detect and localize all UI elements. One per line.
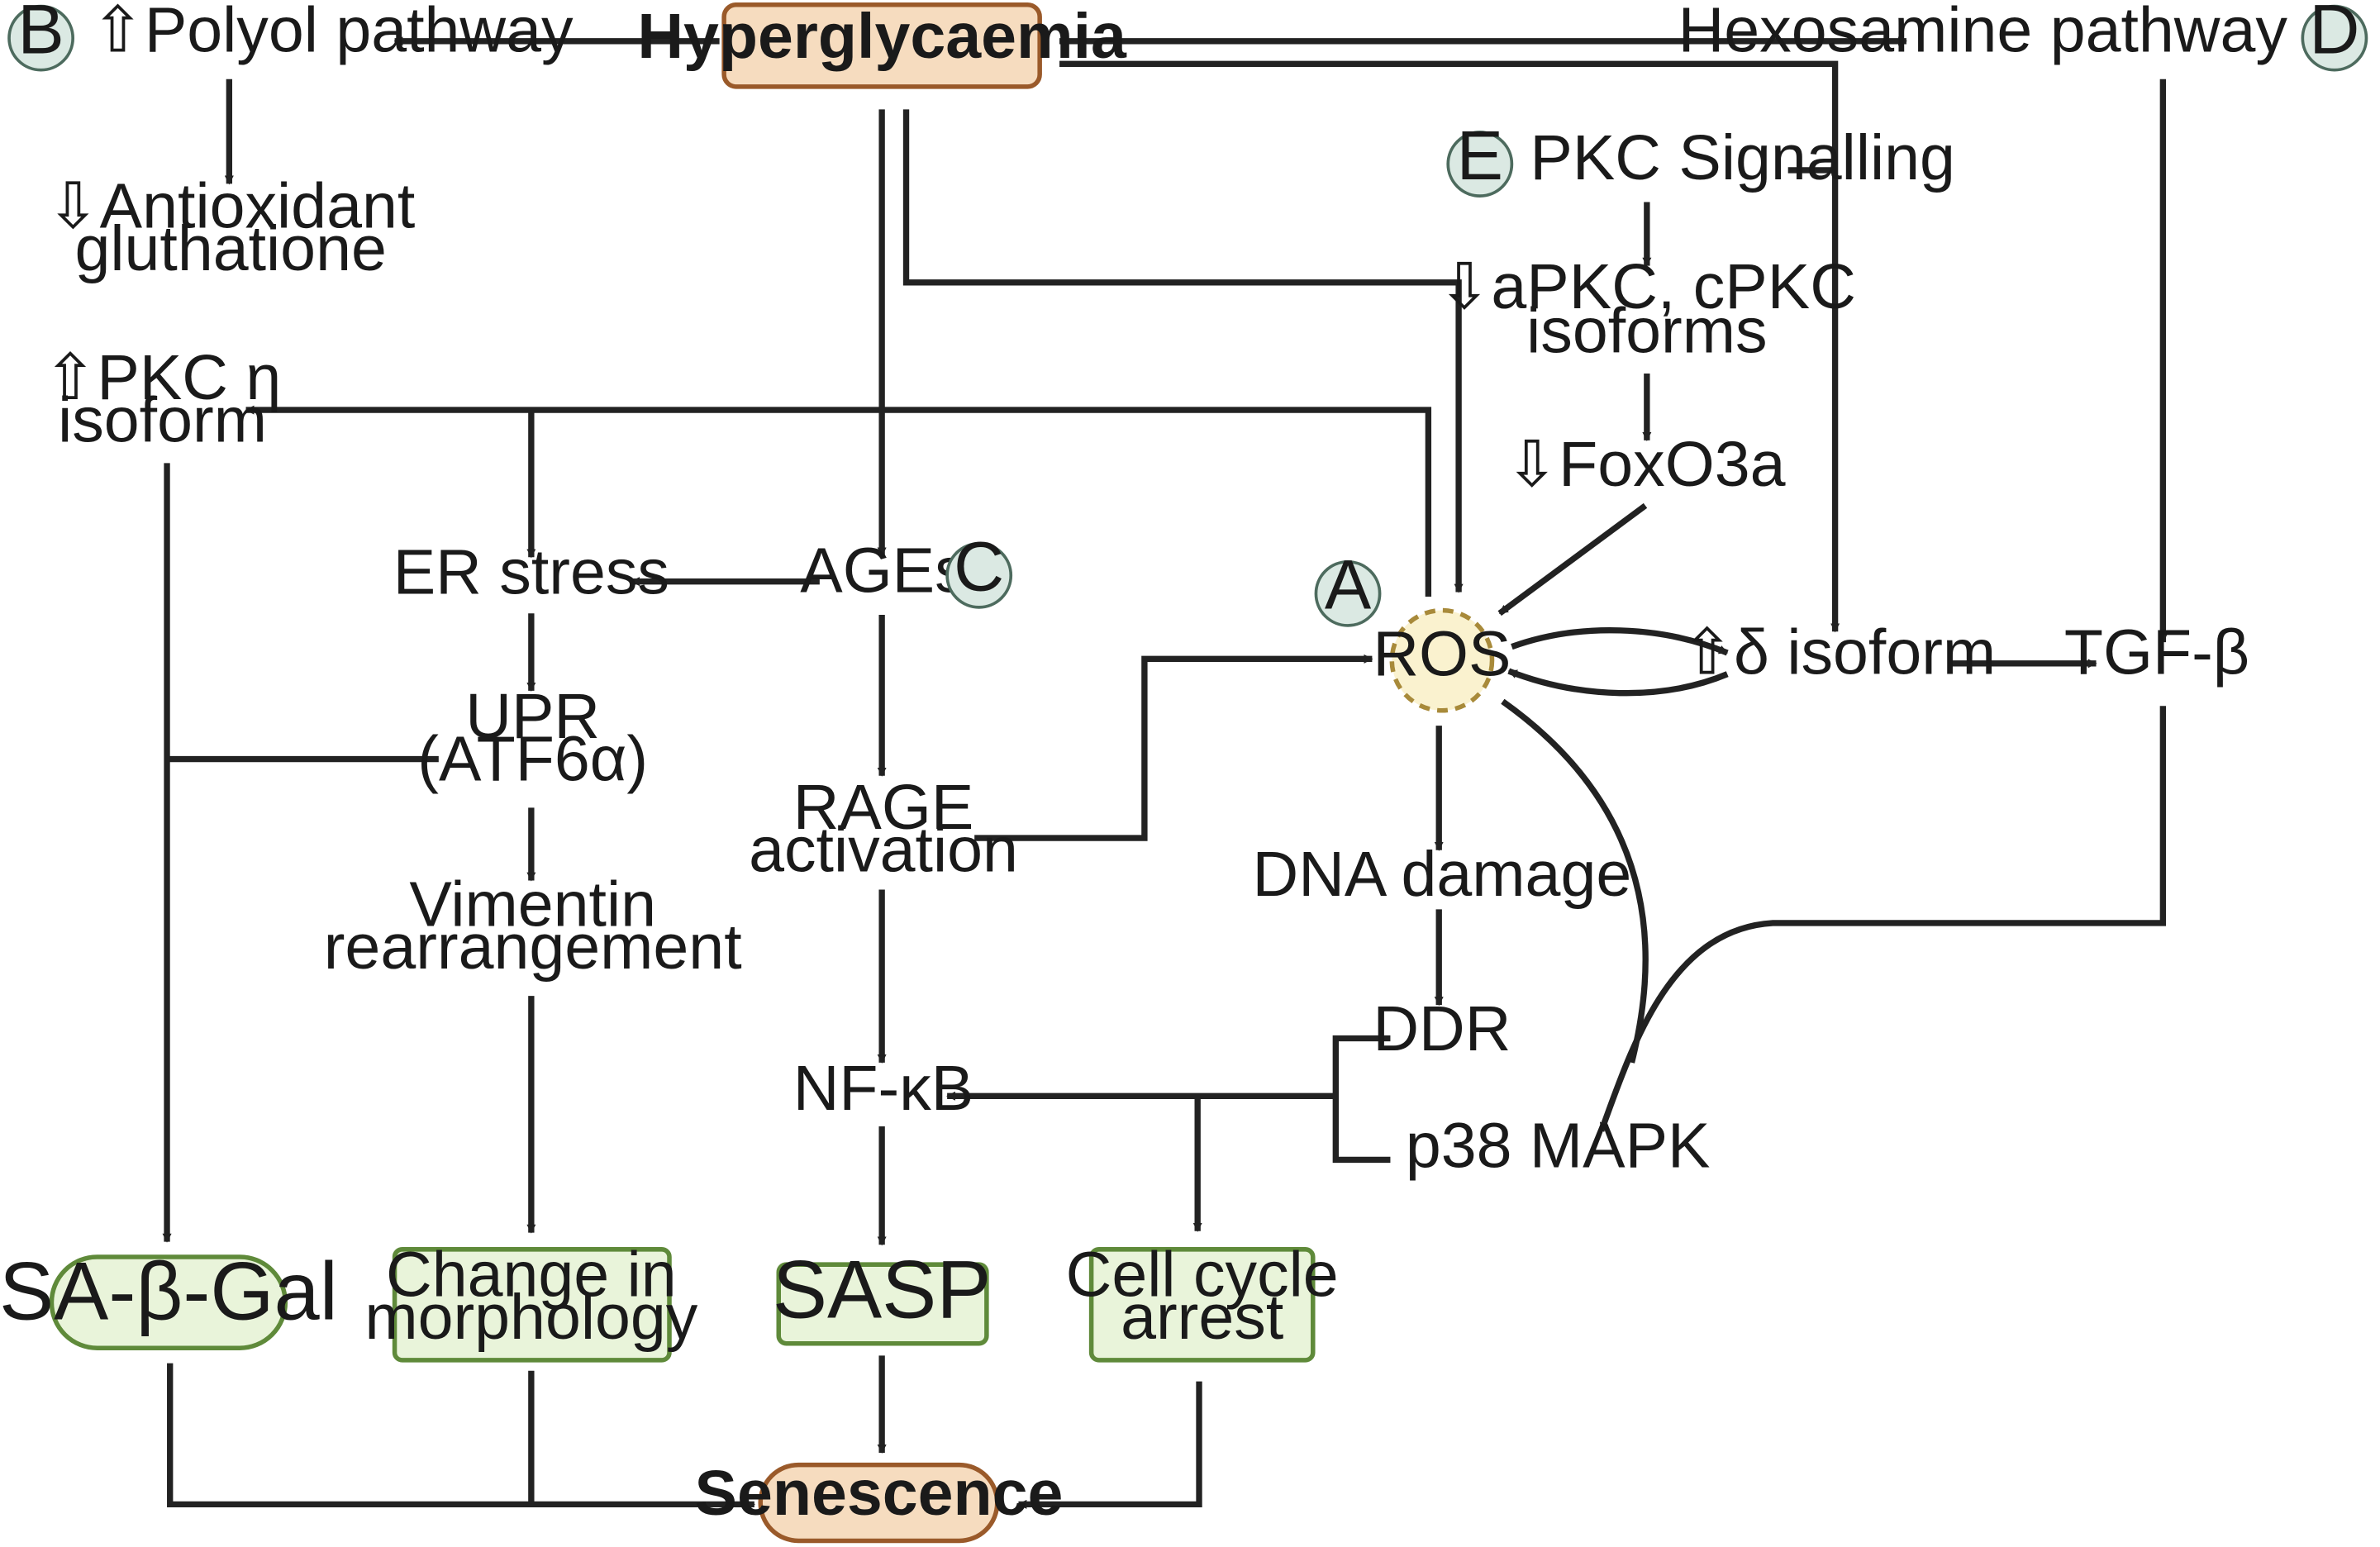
delta-isoform-label: ⇧δ isoform bbox=[1680, 617, 1996, 688]
pkc-eta-label-line2: isoform bbox=[58, 385, 267, 456]
arrow-cell-cycle-to-senescence bbox=[1017, 1381, 1202, 1509]
ages-label: AGEs bbox=[800, 536, 966, 607]
ros-node: ROS bbox=[1373, 607, 1511, 713]
ros-label: ROS bbox=[1373, 619, 1511, 690]
marker-e-label: E bbox=[1457, 117, 1503, 194]
cell-cycle-rect bbox=[1088, 1247, 1316, 1363]
sasp-box: SASP bbox=[773, 1244, 992, 1346]
vimentin-label-line1: Vimentin bbox=[409, 869, 656, 940]
connectors bbox=[162, 36, 2168, 1509]
arrow-ros-to-pkc-eta bbox=[245, 405, 1432, 597]
antioxidant-label-line2: gluthatione bbox=[74, 213, 386, 284]
hexosamine-label: Hexosamine pathway bbox=[1678, 0, 2288, 66]
apkc-label-line1: ⇩aPKC, cPKC bbox=[1438, 251, 1856, 322]
antioxidant-label-line1: ⇩Antioxidant bbox=[46, 171, 415, 242]
sa-beta-gal-rect bbox=[49, 1254, 288, 1350]
dna-damage-label: DNA damage bbox=[1253, 839, 1632, 910]
pkc-eta-label-line1: ⇧PKC η bbox=[44, 342, 282, 413]
marker-d-label: D bbox=[2309, 0, 2359, 68]
marker-a-circle bbox=[1314, 559, 1382, 627]
morphology-label-line1: Change in bbox=[386, 1240, 677, 1311]
apkc-label-line2: isoforms bbox=[1526, 295, 1767, 366]
marker-d: D bbox=[2301, 0, 2368, 72]
nfkb-label: NF-κB bbox=[793, 1053, 974, 1124]
arrow-tgfb-to-p38 bbox=[1598, 706, 2167, 1132]
hyperglycaemia-rect bbox=[721, 2, 1042, 89]
marker-e-circle bbox=[1446, 131, 1514, 198]
senescence-box: Senescence bbox=[695, 1458, 1064, 1544]
marker-c-label: C bbox=[954, 528, 1004, 606]
senescence-label: Senescence bbox=[695, 1458, 1064, 1529]
upr-label-line2: (ATF6α) bbox=[417, 723, 648, 794]
arrow-rage-to-ros bbox=[974, 654, 1373, 841]
polyol-label: ⇧Polyol pathway bbox=[91, 0, 574, 66]
morphology-box: Change in morphology bbox=[364, 1240, 698, 1363]
cell-cycle-label-line2: arrest bbox=[1121, 1282, 1283, 1353]
arrow-hyper-to-ros bbox=[902, 109, 1464, 593]
marker-b-circle bbox=[7, 4, 74, 72]
morphology-label-line2: morphology bbox=[364, 1282, 697, 1353]
cell-cycle-box: Cell cycle arrest bbox=[1066, 1240, 1339, 1363]
rage-label-line2: activation bbox=[749, 814, 1018, 885]
arrow-delta-to-ros bbox=[1507, 668, 1729, 697]
tgf-beta-label: TGF-β bbox=[2064, 617, 2249, 688]
er-stress-label: ER stress bbox=[393, 536, 669, 607]
vimentin-label-line2: rearrangement bbox=[324, 912, 742, 983]
pkc-signalling-label: PKC Signalling bbox=[1530, 122, 1954, 193]
marker-d-circle bbox=[2301, 4, 2368, 72]
arrow-ros-to-delta bbox=[1511, 627, 1729, 656]
marker-a: A bbox=[1314, 546, 1382, 627]
sasp-label: SASP bbox=[773, 1244, 992, 1335]
senescence-rect bbox=[758, 1462, 1000, 1544]
arrow-hyper-to-delta-isoform bbox=[1059, 60, 1840, 633]
arrow-foxo3a-to-ros bbox=[1497, 502, 1648, 616]
ros-circle bbox=[1389, 607, 1495, 713]
marker-b-label: B bbox=[17, 0, 64, 68]
morphology-rect bbox=[392, 1247, 672, 1363]
marker-c: C bbox=[945, 528, 1013, 609]
marker-c-circle bbox=[945, 541, 1013, 609]
sasp-rect bbox=[776, 1262, 989, 1346]
line-ros-curve bbox=[1501, 698, 1649, 1064]
sa-beta-gal-label: SA-β-Gal bbox=[0, 1245, 338, 1337]
marker-e: E bbox=[1446, 117, 1514, 198]
rage-label-line1: RAGE bbox=[793, 772, 974, 843]
foxo3a-label: ⇩FoxO3a bbox=[1506, 429, 1786, 500]
text-nodes: ⇧Polyol pathway ⇩Antioxidant gluthatione… bbox=[44, 0, 2288, 1182]
ddr-label: DDR bbox=[1373, 993, 1511, 1064]
marker-a-label: A bbox=[1325, 546, 1372, 624]
hyperglycaemia-label: Hyperglycaemia bbox=[637, 1, 1127, 72]
arrow-sa-beta-gal-to-senescence bbox=[167, 1363, 755, 1509]
upr-label-line1: UPR bbox=[465, 681, 600, 752]
p38-label: p38 MAPK bbox=[1406, 1111, 1711, 1182]
sa-beta-gal-box: SA-β-Gal bbox=[0, 1245, 338, 1350]
cell-cycle-label-line1: Cell cycle bbox=[1066, 1240, 1339, 1311]
hyperglycaemia-box: Hyperglycaemia bbox=[637, 1, 1127, 89]
marker-b: B bbox=[7, 0, 74, 72]
